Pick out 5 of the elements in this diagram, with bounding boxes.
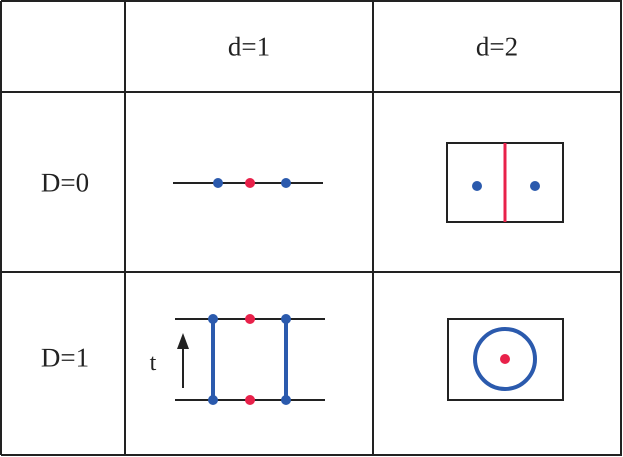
axis-label: t (150, 351, 156, 375)
row-header: D=0 (40, 170, 90, 196)
column-header: d=1 (228, 34, 270, 60)
row-header: D=1 (40, 344, 90, 372)
column-header: d=2 (476, 34, 518, 60)
